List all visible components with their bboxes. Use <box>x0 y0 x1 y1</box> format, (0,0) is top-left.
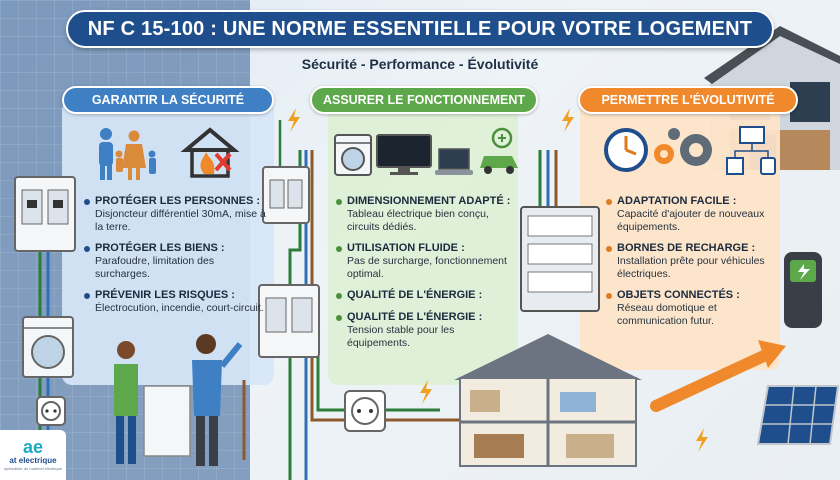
item-text: Électrocution, incendie, court-circuit. <box>95 302 264 314</box>
list-item: QUALITÉ DE L'ÉNERGIE : Tension stable po… <box>336 311 516 349</box>
growth-arrow-icon <box>650 340 786 412</box>
bullet <box>84 293 90 299</box>
bullet <box>606 246 612 252</box>
logo-mark: ae <box>22 437 44 457</box>
brand-logo[interactable]: ae at electrique spécialiste du matériel… <box>0 430 66 480</box>
list-item: QUALITÉ DE L'ÉNERGIE : <box>336 289 516 302</box>
page-subtitle: Sécurité - Performance - Évolutivité <box>301 56 539 72</box>
list-item: PROTÉGER LES PERSONNES : Disjoncteur dif… <box>84 195 270 233</box>
item-text: Tableau électrique bien conçu, circuits … <box>347 208 489 233</box>
item-title: QUALITÉ DE L'ÉNERGIE : <box>347 289 483 301</box>
item-title: BORNES DE RECHARGE : <box>617 242 756 254</box>
list-item: DIMENSIONNEMENT ADAPTÉ : Tableau électri… <box>336 195 516 233</box>
circuit-breaker <box>258 284 320 358</box>
item-title: ADAPTATION FACILE : <box>617 195 737 207</box>
bullet <box>336 293 342 299</box>
circuit-breaker <box>262 166 310 224</box>
item-text: Tension stable pour les équipements. <box>347 324 455 349</box>
washing-machine-icon <box>22 316 74 378</box>
list-item: PROTÉGER LES BIENS : Parafoudre, limitat… <box>84 242 270 280</box>
item-text: Capacité d'ajouter de nouveaux équipemen… <box>617 208 765 233</box>
item-text: Disjoncteur différentiel 30mA, mise à la… <box>95 208 266 233</box>
electric-car-icon <box>480 127 518 174</box>
item-text: Réseau domotique et communication futur. <box>617 302 717 327</box>
list-item: ADAPTATION FACILE : Capacité d'ajouter d… <box>606 195 778 233</box>
security-heading: GARANTIR LA SÉCURITÉ <box>62 86 274 114</box>
family-icon <box>99 128 156 180</box>
security-heading-label: GARANTIR LA SÉCURITÉ <box>91 93 245 107</box>
evolution-heading: PERMETTRE L'ÉVOLUTIVITÉ <box>578 86 798 114</box>
item-title: PROTÉGER LES BIENS : <box>95 242 225 254</box>
item-title: QUALITÉ DE L'ÉNERGIE : <box>347 311 483 323</box>
lightning-icon <box>696 428 708 452</box>
lightning-icon <box>288 108 300 132</box>
clock-gears-icon <box>604 128 712 172</box>
bullet <box>336 199 342 205</box>
evolution-heading-label: PERMETTRE L'ÉVOLUTIVITÉ <box>601 93 775 107</box>
list-item: PRÉVENIR LES RISQUES : Électrocution, in… <box>84 289 270 315</box>
power-socket-icon <box>36 396 66 426</box>
house-fire-icon <box>180 127 240 178</box>
function-heading: ASSURER LE FONCTIONNEMENT <box>310 86 538 114</box>
list-item: UTILISATION FLUIDE : Pas de surcharge, f… <box>336 242 516 280</box>
power-socket-icon <box>344 390 386 432</box>
title-banner: NF C 15-100 : UNE NORME ESSENTIELLE POUR… <box>66 10 774 48</box>
item-text: Pas de surcharge, fonctionnement optimal… <box>347 255 507 280</box>
network-devices-icon <box>726 126 776 175</box>
item-title: UTILISATION FLUIDE : <box>347 242 465 254</box>
bullet <box>84 246 90 252</box>
bullet <box>84 199 90 205</box>
logo-wordmark: at electrique <box>9 456 57 465</box>
people-illustration <box>114 334 246 466</box>
bullet <box>606 293 612 299</box>
circuit-breaker <box>14 176 76 252</box>
evolution-list: ADAPTATION FACILE : Capacité d'ajouter d… <box>606 195 778 336</box>
bullet <box>606 199 612 205</box>
list-item: BORNES DE RECHARGE : Installation prête … <box>606 242 778 280</box>
washing-machine-icon <box>334 134 372 176</box>
television-icon <box>376 134 432 175</box>
lightning-icon <box>420 380 432 404</box>
page-title: NF C 15-100 : UNE NORME ESSENTIELLE POUR… <box>87 17 753 40</box>
house-cutaway-illustration <box>454 334 642 467</box>
item-text: Installation prête pour véhicules électr… <box>617 255 765 280</box>
laptop-icon <box>435 148 473 175</box>
bullet <box>336 315 342 321</box>
lightning-icon <box>562 108 574 132</box>
item-title: PROTÉGER LES PERSONNES : <box>95 195 261 207</box>
security-list: PROTÉGER LES PERSONNES : Disjoncteur dif… <box>84 195 270 324</box>
list-item: OBJETS CONNECTÉS : Réseau domotique et c… <box>606 289 778 327</box>
bullet <box>336 246 342 252</box>
electrical-panel <box>520 206 600 312</box>
item-title: OBJETS CONNECTÉS : <box>617 289 740 301</box>
function-list: DIMENSIONNEMENT ADAPTÉ : Tableau électri… <box>336 195 516 358</box>
solar-panel-icon <box>756 385 840 445</box>
function-heading-label: ASSURER LE FONCTIONNEMENT <box>322 93 526 107</box>
item-title: DIMENSIONNEMENT ADAPTÉ : <box>347 195 511 207</box>
logo-tagline: spécialiste du matériel électrique <box>3 466 63 471</box>
security-panel <box>62 100 274 385</box>
ev-charger-icon <box>784 252 822 328</box>
item-text: Parafoudre, limitation des surcharges. <box>95 255 215 280</box>
item-title: PRÉVENIR LES RISQUES : <box>95 289 235 301</box>
